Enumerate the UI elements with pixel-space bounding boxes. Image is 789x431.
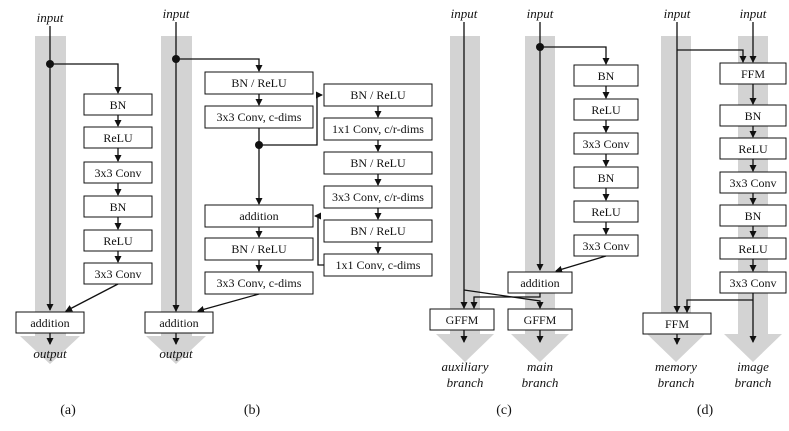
panel-b-right-conv-2-label: 3x3 Conv, c/r-dims: [332, 190, 424, 204]
panel-b-right-bnrelu-1-label: BN / ReLU: [350, 88, 406, 102]
panel-c-bn-2-label: BN: [598, 171, 615, 185]
panel-d-conv-2-label: 3x3 Conv: [729, 276, 776, 290]
panel-c-aux-branch-line2: branch: [447, 375, 484, 390]
panel-b-conv-1-label: 3x3 Conv, c-dims: [217, 110, 302, 124]
panel-d-input-right: input: [740, 6, 767, 21]
panel-a-relu-1-label: ReLU: [103, 131, 133, 145]
panel-c-bn-1-label: BN: [598, 69, 615, 83]
panel-d-memory-branch-line2: branch: [658, 375, 695, 390]
panel-a-conv-1-label: 3x3 Conv: [94, 166, 141, 180]
panel-d-input-left: input: [664, 6, 691, 21]
panel-d-bn-1-label: BN: [745, 109, 762, 123]
panel-c-addition-label: addition: [520, 276, 559, 290]
panel-a-input-label: input: [37, 10, 64, 25]
panel-a-bn-1-label: BN: [110, 98, 127, 112]
panel-c-aux-gray-arrow: [436, 36, 494, 362]
panel-b-caption: (b): [244, 403, 261, 418]
panel-b-output-label: output: [159, 346, 193, 361]
panel-a: input output BN ReLU 3x3 Conv BN ReLU 3x…: [15, 10, 153, 418]
panel-b-bnrelu-2-label: BN / ReLU: [231, 242, 287, 256]
panel-c-input-left: input: [451, 6, 478, 21]
panel-d-relu-2-label: ReLU: [738, 242, 768, 256]
panel-c-gffm-left-label: GFFM: [446, 313, 479, 327]
panel-d-image-branch-line2: branch: [735, 375, 772, 390]
panel-d-ffm-top-label: FFM: [741, 67, 765, 81]
panel-c-caption: (c): [496, 403, 512, 418]
panel-c-conv-1-label: 3x3 Conv: [582, 137, 629, 151]
panel-c: input input BN ReLU 3x3 Conv BN ReLU 3x3…: [429, 6, 639, 418]
panel-c-main-branch-line2: branch: [522, 375, 559, 390]
panel-d-memory-branch-line1: memory: [655, 359, 697, 374]
panel-d-ffm-memory-label: FFM: [665, 317, 689, 331]
panel-a-relu-2-label: ReLU: [103, 234, 133, 248]
panel-a-output-label: output: [33, 346, 67, 361]
panel-b-input-label: input: [163, 6, 190, 21]
panel-b-right-bnrelu-2-label: BN / ReLU: [350, 156, 406, 170]
panel-b-right-conv-3-label: 1x1 Conv, c-dims: [336, 258, 421, 272]
panel-d-image-branch-line1: image: [737, 359, 769, 374]
panel-b-right-bnrelu-3-label: BN / ReLU: [350, 224, 406, 238]
panel-b-bnrelu-1-label: BN / ReLU: [231, 76, 287, 90]
panel-b-conv-2-label: 3x3 Conv, c-dims: [217, 276, 302, 290]
panel-c-conv-2-label: 3x3 Conv: [582, 239, 629, 253]
panel-b-right-conv-1-label: 1x1 Conv, c/r-dims: [332, 122, 424, 136]
panel-d-memory-gray-arrow: [647, 36, 705, 362]
panel-c-input-right: input: [527, 6, 554, 21]
panel-b: input output BN / ReLU 3x3 Conv, c-dims …: [144, 6, 433, 418]
panel-a-addition-label: addition: [30, 316, 69, 330]
panel-d-relu-1-label: ReLU: [738, 142, 768, 156]
panel-a-caption: (a): [60, 403, 76, 418]
panel-a-bn-2-label: BN: [110, 200, 127, 214]
panel-c-relu-1-label: ReLU: [591, 103, 621, 117]
panel-b-main-addition-label: addition: [159, 316, 198, 330]
panel-c-gffm-left: [429, 308, 495, 331]
panel-b-addition-label: addition: [239, 209, 278, 223]
panel-a-conv-2-label: 3x3 Conv: [94, 267, 141, 281]
panel-d-conv-1-label: 3x3 Conv: [729, 176, 776, 190]
panel-c-relu-2-label: ReLU: [591, 205, 621, 219]
panel-c-gffm-right-label: GFFM: [524, 313, 557, 327]
panel-d: input input FFM BN ReLU 3x3 Conv BN ReLU…: [642, 6, 787, 418]
panel-c-aux-branch-line1: auxiliary: [442, 359, 489, 374]
panel-b-main-addition: [144, 311, 214, 334]
panel-d-caption: (d): [697, 403, 714, 418]
panel-d-bn-2-label: BN: [745, 209, 762, 223]
panel-c-main-branch-line1: main: [527, 359, 553, 374]
